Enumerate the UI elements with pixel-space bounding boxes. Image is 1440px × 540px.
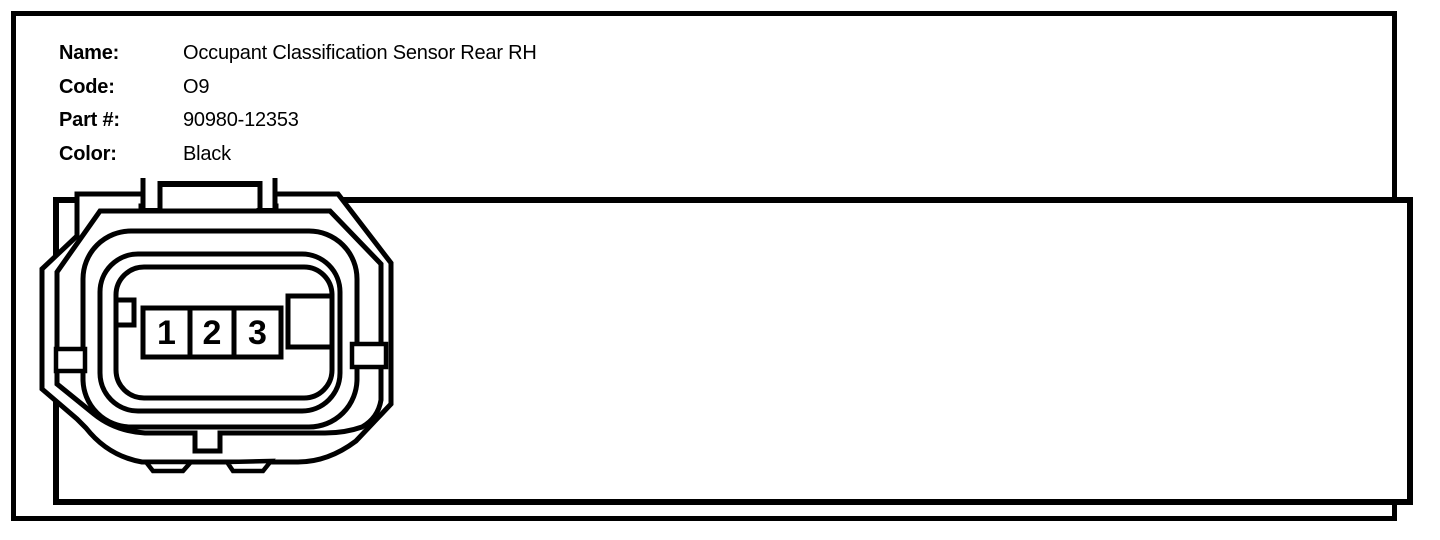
header-row-color: Color: Black: [59, 138, 537, 172]
field-value-code: O9: [183, 75, 210, 98]
pin-cell-1: [140, 305, 193, 360]
field-label-name: Name:: [59, 42, 120, 65]
lock-tab-outer-borders: [140, 178, 278, 209]
field-label-color: Color:: [59, 142, 117, 165]
field-value-part-number: 90980-12353: [183, 109, 299, 132]
pin-number-2: 2: [203, 314, 222, 352]
lock-tab-inner-borders: [157, 181, 263, 209]
field-value-name: Occupant Classification Sensor Rear RH: [183, 42, 537, 65]
connector-header: Name: Occupant Classification Sensor Rea…: [59, 37, 537, 171]
keying-slot: [285, 293, 335, 350]
pin-cell-2: [187, 305, 237, 360]
field-value-color: Black: [183, 142, 231, 165]
header-row-code: Code: O9: [59, 71, 537, 105]
connector-face-drawing: 1 2 3: [39, 178, 394, 474]
header-row-part-number: Part #: 90980-12353: [59, 104, 537, 138]
field-label-code: Code:: [59, 75, 115, 98]
pin-block: 1 2 3: [140, 305, 284, 360]
pin-number-3: 3: [248, 314, 267, 352]
mounting-foot-left: [141, 459, 197, 474]
side-key-right: [349, 341, 389, 370]
polarization-rib: [113, 297, 137, 328]
side-key-left: [53, 346, 88, 374]
lock-tab-inner-top-bar: [158, 181, 262, 187]
pin-cell-3: [231, 305, 284, 360]
field-label-part-number: Part #:: [59, 109, 120, 132]
pin-number-1: 1: [157, 314, 176, 352]
mounting-foot-right: [222, 458, 276, 474]
header-row-name: Name: Occupant Classification Sensor Rea…: [59, 37, 537, 71]
